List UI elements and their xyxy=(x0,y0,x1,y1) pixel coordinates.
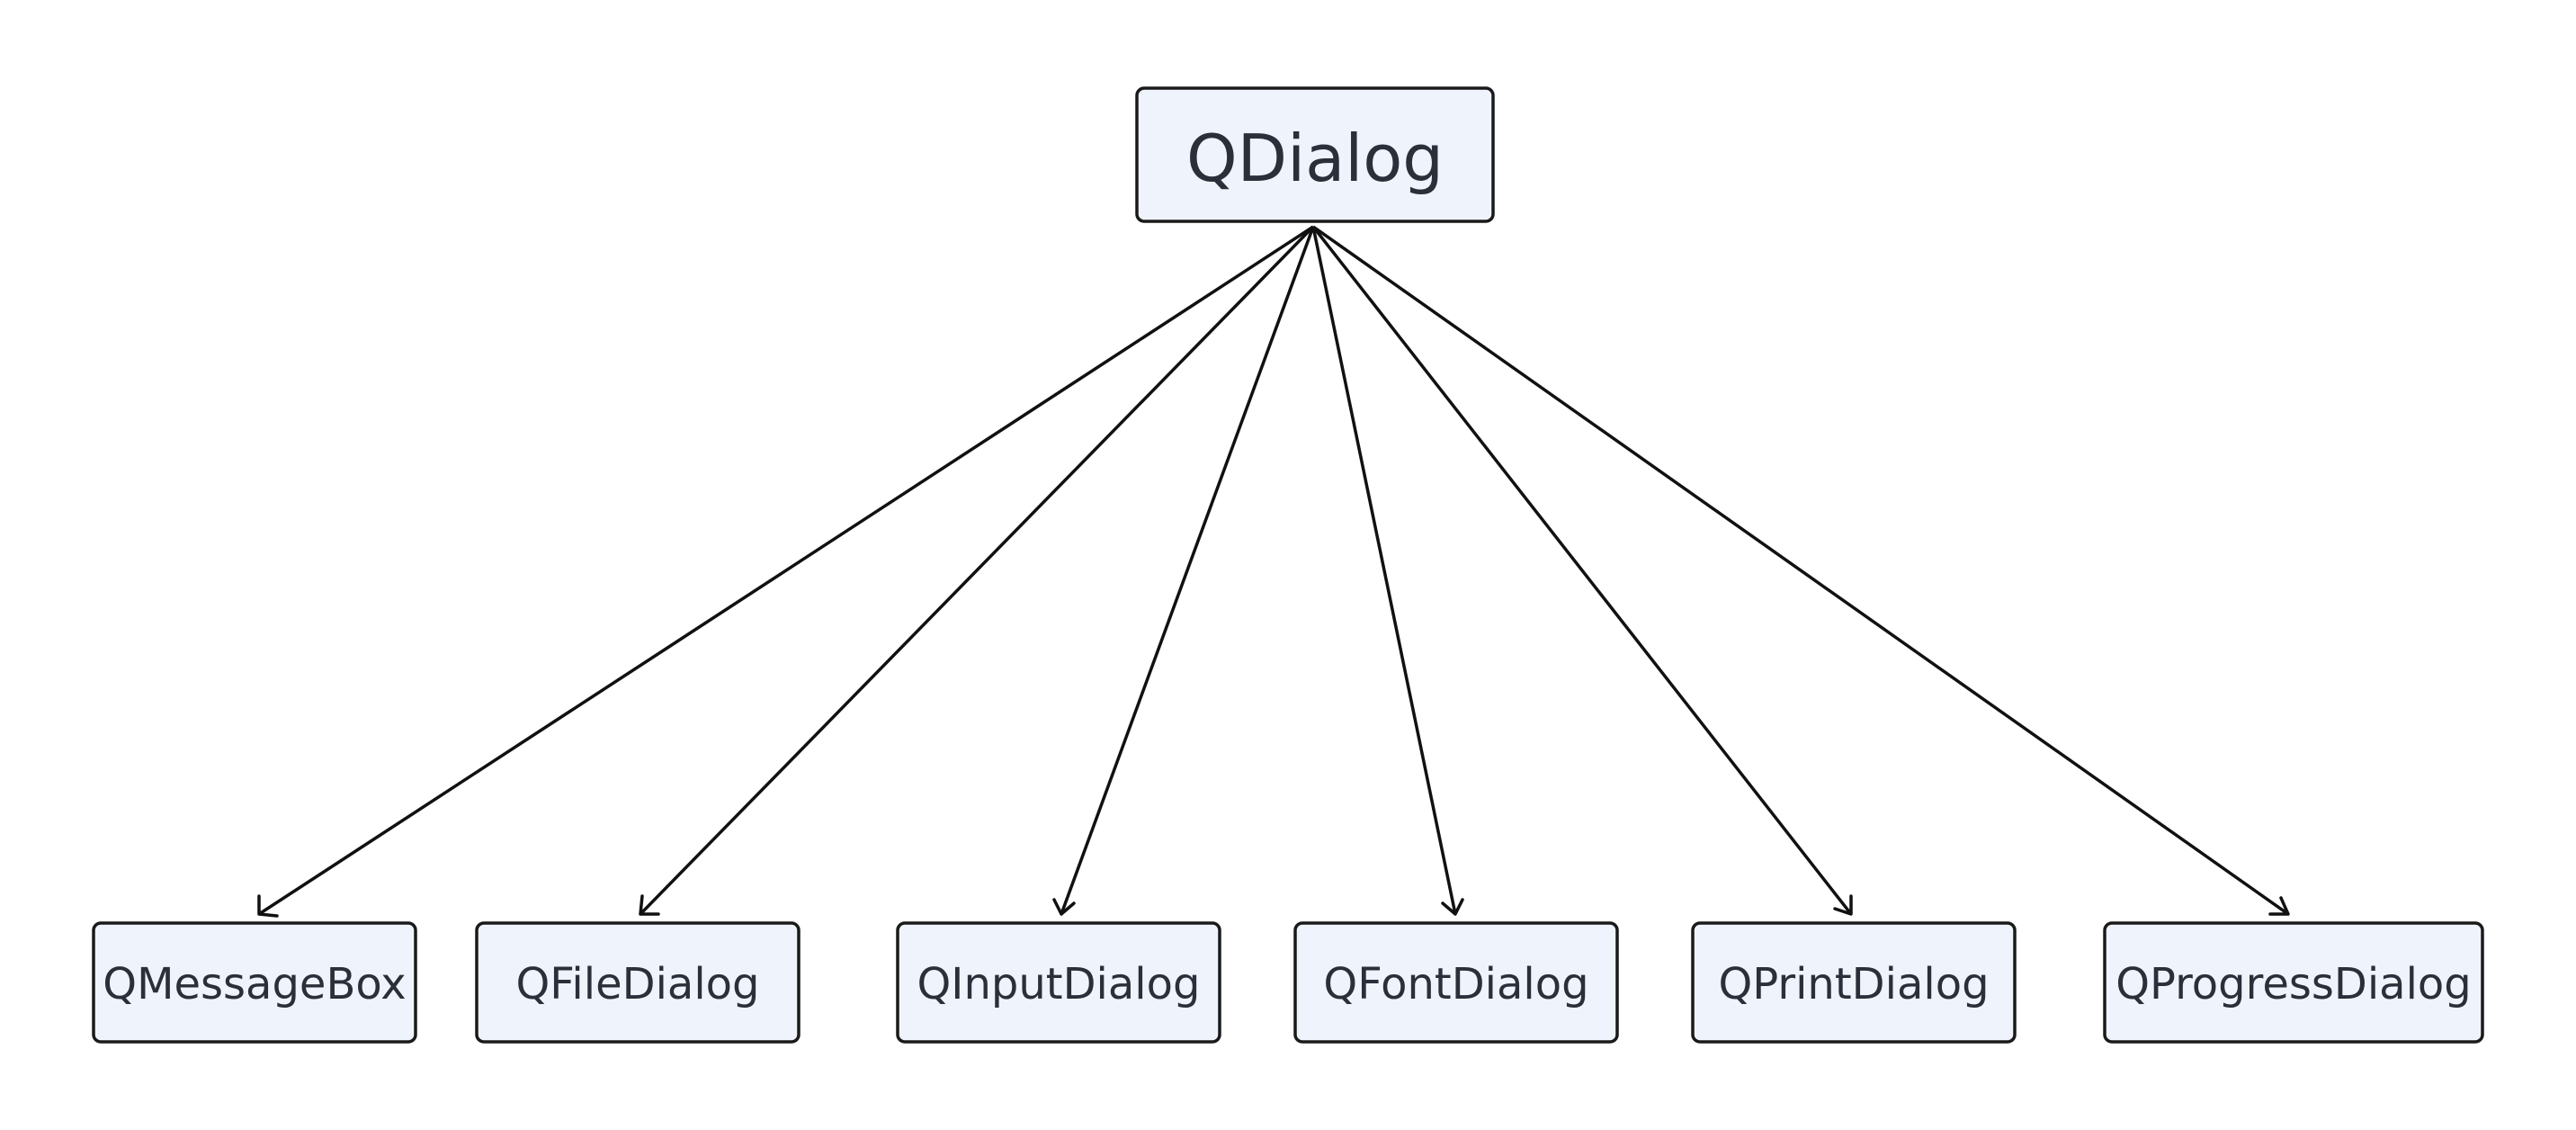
arrowhead-qprogressdialog xyxy=(2268,896,2290,916)
node-qmessagebox-box xyxy=(92,921,417,1044)
node-qdialog-label: QDialog xyxy=(1186,121,1444,196)
node-qinputdialog[interactable]: QInputDialog xyxy=(896,921,1221,1044)
edge-qdialog-qmessagebox xyxy=(258,225,1314,916)
node-qmessagebox-label: QMessageBox xyxy=(103,959,406,1009)
node-qprintdialog[interactable]: QPrintDialog xyxy=(1691,921,2017,1044)
node-qdialog-box xyxy=(1135,86,1495,223)
arrowhead-qinputdialog xyxy=(1052,898,1076,916)
arrowhead-qfontdialog xyxy=(1441,898,1464,916)
edge-qdialog-qprintdialog xyxy=(1311,225,1853,916)
node-qprogressdialog-label: QProgressDialog xyxy=(2115,959,2472,1009)
edge-qdialog-qfiledialog xyxy=(639,225,1315,916)
node-qfiledialog-box xyxy=(475,921,801,1044)
node-qfontdialog-label: QFontDialog xyxy=(1323,959,1588,1009)
arrowhead-qprintdialog xyxy=(1833,894,1853,916)
edge-qdialog-qprogressdialog xyxy=(1311,225,2290,916)
node-qprogressdialog-box xyxy=(2103,921,2484,1044)
edge-qdialog-qinputdialog xyxy=(1060,226,1315,915)
arrowhead-qmessagebox xyxy=(257,894,279,918)
node-qmessagebox[interactable]: QMessageBox xyxy=(92,921,417,1044)
arrowhead-qfiledialog xyxy=(639,894,660,916)
node-qprintdialog-box xyxy=(1691,921,2017,1044)
node-qfontdialog-box xyxy=(1293,921,1619,1044)
node-qfiledialog-label: QFileDialog xyxy=(516,959,760,1009)
node-qprintdialog-label: QPrintDialog xyxy=(1718,959,1989,1009)
node-qinputdialog-label: QInputDialog xyxy=(917,959,1201,1009)
node-qprogressdialog[interactable]: QProgressDialog xyxy=(2103,921,2484,1044)
node-qfiledialog[interactable]: QFileDialog xyxy=(475,921,801,1044)
node-qdialog[interactable]: QDialog xyxy=(1135,86,1495,223)
edges xyxy=(257,225,2290,918)
edge-qdialog-qfontdialog xyxy=(1311,226,1457,915)
node-qfontdialog[interactable]: QFontDialog xyxy=(1293,921,1619,1044)
node-qinputdialog-box xyxy=(896,921,1221,1044)
